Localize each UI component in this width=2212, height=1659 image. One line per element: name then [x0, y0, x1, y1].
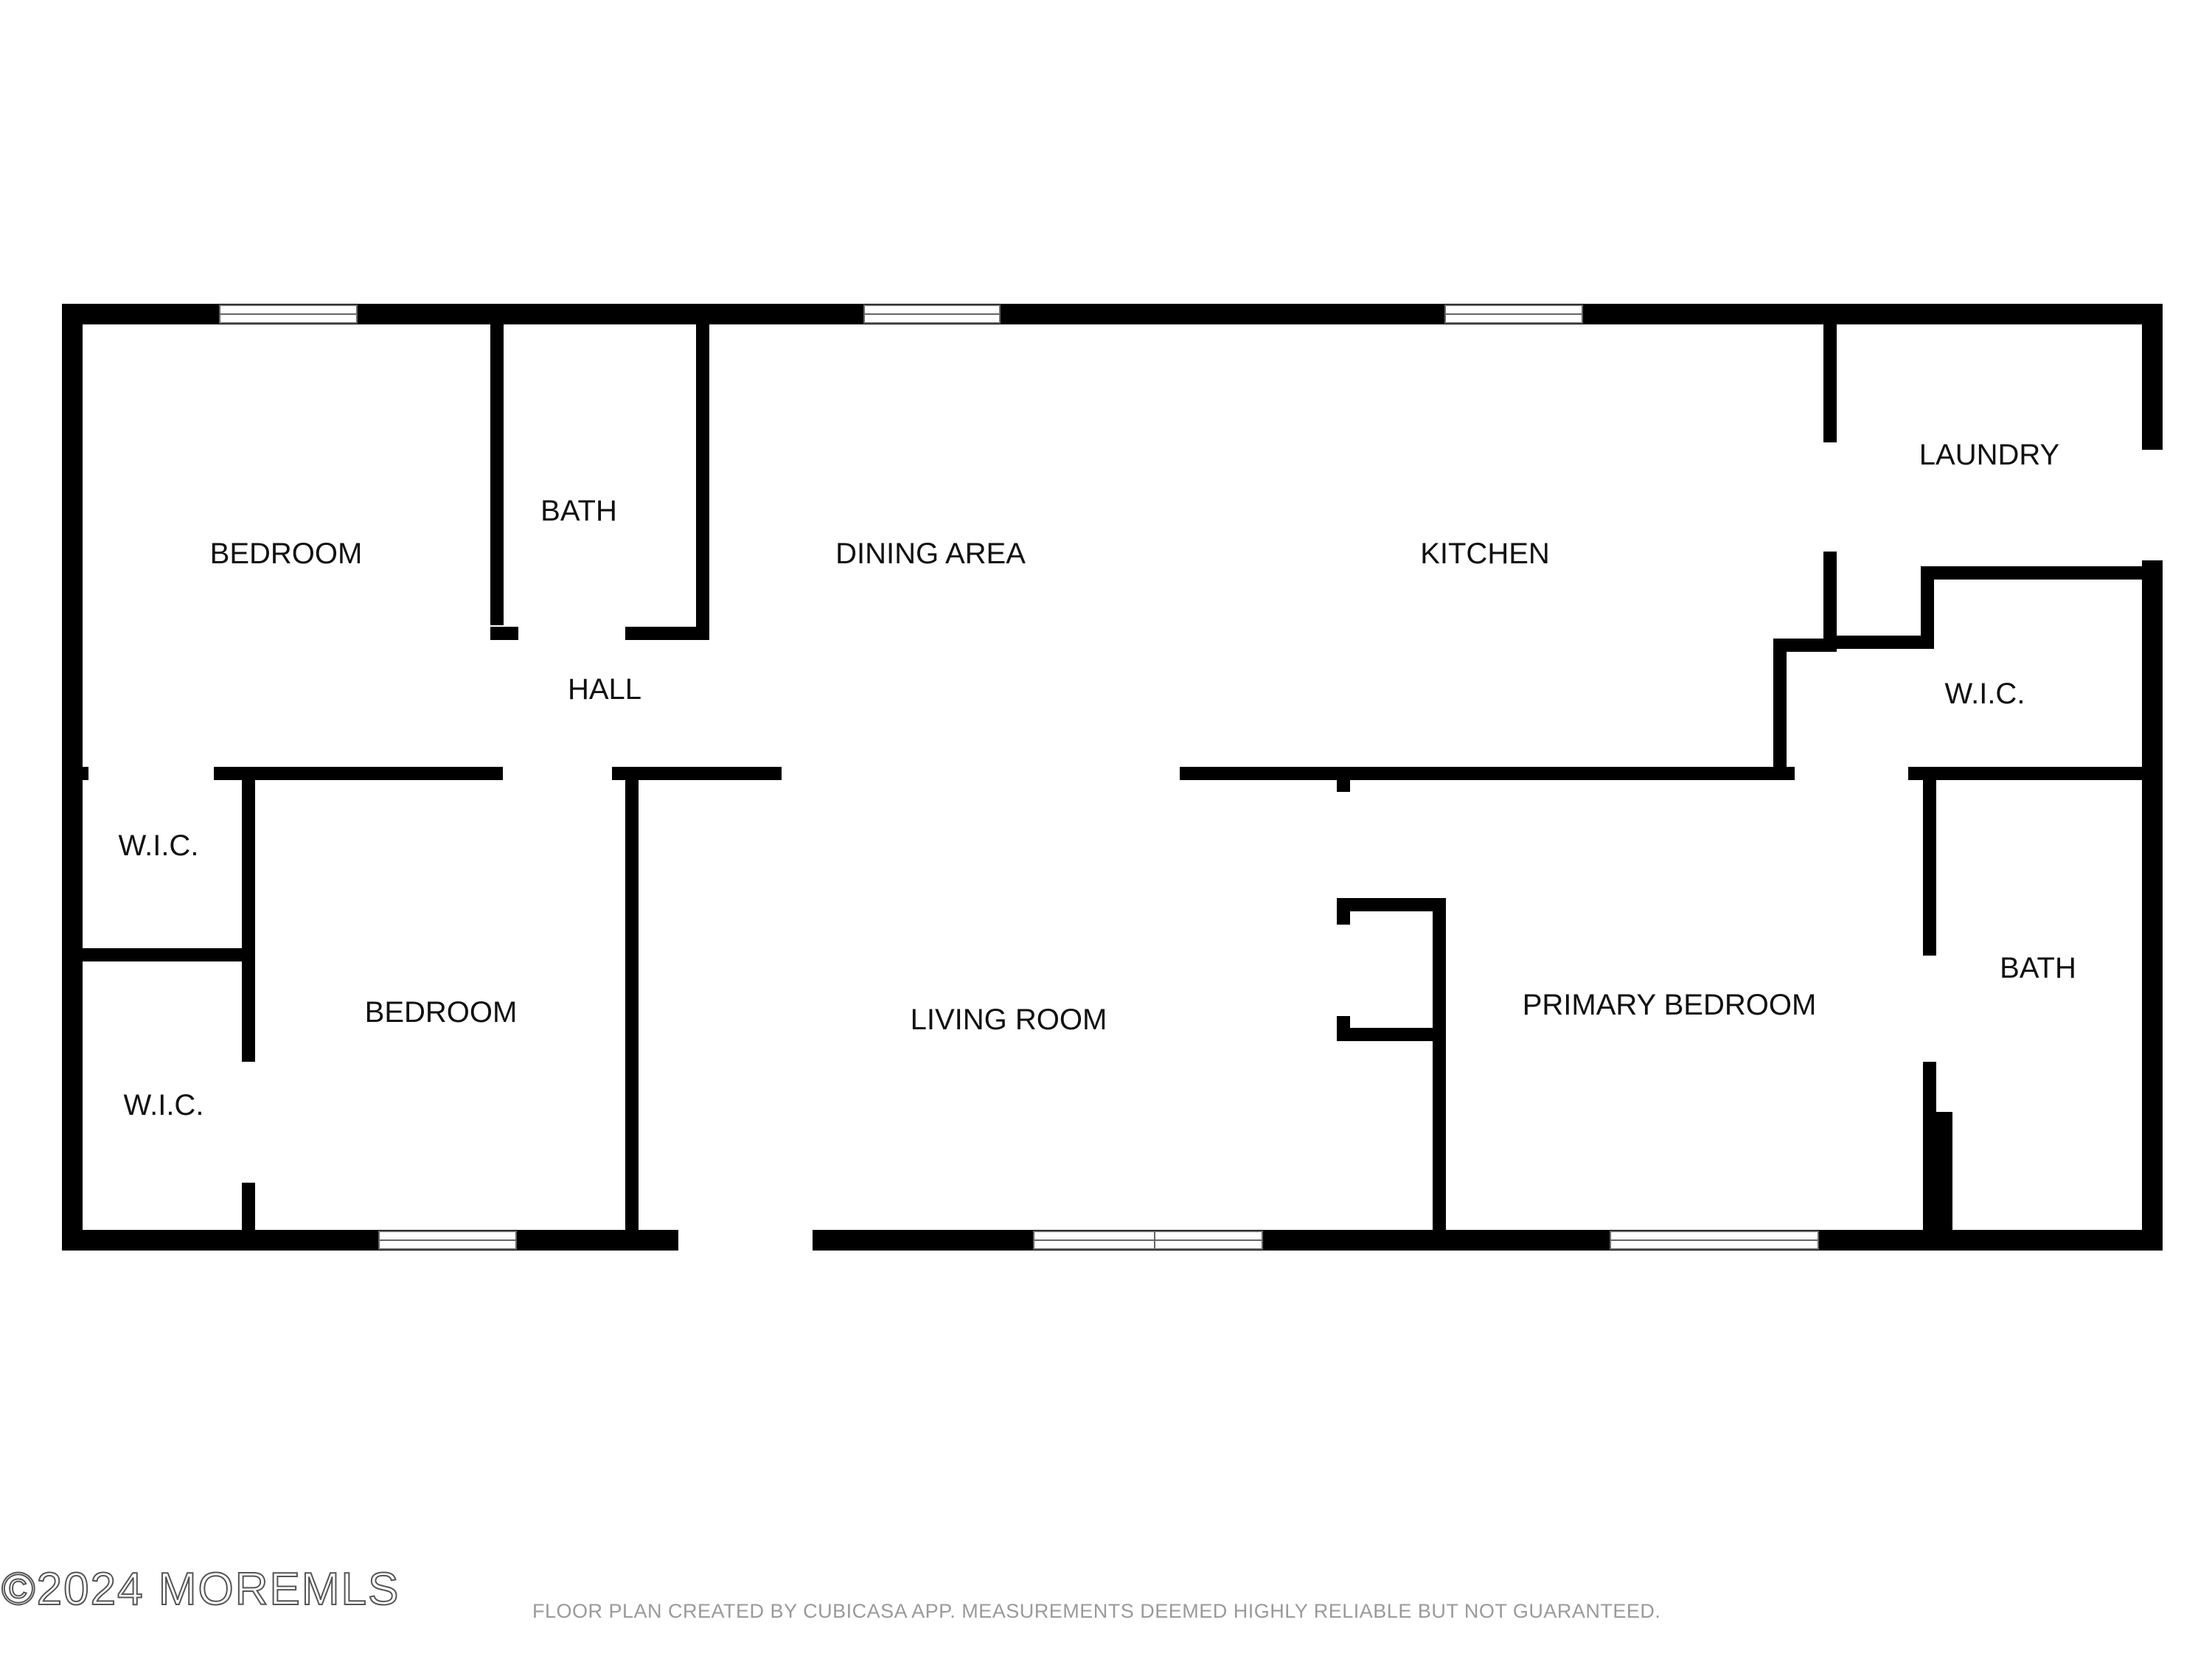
- wall-closet-right: [1433, 898, 1446, 1230]
- wall-mid-left-b: [214, 767, 503, 780]
- wall-bedroom2-right: [625, 767, 639, 1230]
- label-dining-area: DINING AREA: [835, 538, 1026, 570]
- label-bath-1: BATH: [540, 495, 617, 527]
- wall-bath2-left-a: [1923, 767, 1936, 956]
- wall-bath1-right: [696, 324, 709, 640]
- wall-right-bottom: [2142, 560, 2163, 1251]
- wall-wic-divider-v2: [242, 1183, 255, 1230]
- wall-wic-right-top: [1773, 639, 1837, 652]
- label-living-room: LIVING ROOM: [911, 1004, 1107, 1036]
- wall-wic-divider-v1: [242, 767, 255, 1062]
- wall-bath2-thick: [1923, 1112, 1952, 1230]
- label-bedroom-1: BEDROOM: [210, 538, 363, 570]
- openings: [678, 1227, 813, 1252]
- wall-top: [62, 304, 2163, 324]
- wall-nook-right: [1921, 566, 1934, 649]
- wall-bedroom1-right: [490, 324, 504, 625]
- wall-laundry-bottom: [1921, 566, 2142, 580]
- wall-closet-stub-b: [1337, 1016, 1350, 1041]
- entry-door-gap: [678, 1227, 813, 1252]
- wall-laundry-left-b: [1823, 552, 1837, 640]
- wall-mid-hall-right: [612, 767, 782, 780]
- wall-closet-bottom: [1337, 1028, 1446, 1041]
- wall-laundry-left-a: [1823, 324, 1837, 442]
- room-labels: BEDROOM BATH DINING AREA KITCHEN LAUNDRY…: [119, 439, 2076, 1121]
- wall-mid-right: [1908, 767, 2142, 780]
- wall-right-top: [2142, 304, 2163, 450]
- label-wic-left-top: W.I.C.: [119, 830, 199, 862]
- label-wic-left-bottom: W.I.C.: [124, 1089, 204, 1121]
- label-bath-2: BATH: [2000, 952, 2076, 984]
- label-kitchen: KITCHEN: [1420, 538, 1550, 570]
- footer-disclaimer: FLOOR PLAN CREATED BY CUBICASA APP. MEAS…: [532, 1600, 1661, 1622]
- wall-mid-left-a: [83, 767, 88, 780]
- label-wic-right: W.I.C.: [1945, 678, 2025, 710]
- wall-closet-top: [1337, 898, 1446, 911]
- walls: [62, 304, 2163, 1251]
- label-laundry: LAUNDRY: [1919, 439, 2059, 471]
- wall-left: [62, 304, 83, 1251]
- wall-bath1-bottom-right: [625, 627, 709, 640]
- wall-living-top-stub: [1337, 767, 1350, 792]
- windows: [219, 305, 1819, 1250]
- wall-bath1-bottom-left: [490, 627, 518, 640]
- label-bedroom-2: BEDROOM: [365, 996, 518, 1029]
- label-hall: HALL: [568, 673, 641, 706]
- label-primary-bedroom: PRIMARY BEDROOM: [1523, 989, 1817, 1021]
- wall-nook-bottom: [1823, 636, 1934, 649]
- watermark: ©2024 MOREMLS: [1, 1563, 400, 1615]
- wall-mid-kitchen: [1180, 767, 1795, 780]
- wall-wic-divider-h: [83, 948, 255, 961]
- wall-wic-right-left: [1773, 639, 1787, 780]
- wall-closet-stub-a: [1337, 898, 1350, 925]
